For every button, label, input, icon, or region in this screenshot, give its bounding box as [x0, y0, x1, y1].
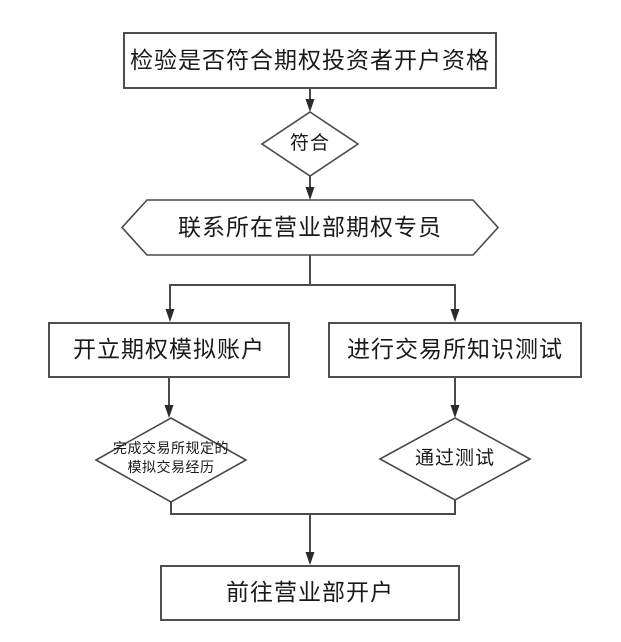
process-open-sim-account-label: 开立期权模拟账户 [73, 337, 265, 363]
process-knowledge-test-label: 进行交易所知识测试 [347, 337, 563, 363]
decision-sim-experience-label: 完成交易所规定的 模拟交易经历 [113, 442, 229, 476]
arrowhead-simexp [164, 405, 174, 418]
hexagon-contact-shape [120, 199, 500, 256]
process-open-account-box [160, 565, 460, 621]
process-open-account-label: 前往营业部开户 [226, 580, 394, 606]
arrowhead-pass [450, 405, 460, 418]
decision-sim-experience-shape [94, 417, 248, 503]
arrowhead-qualify [305, 99, 315, 112]
arrowhead-test [450, 309, 460, 322]
hexagon-contact-label: 联系所在营业部期权专员 [178, 214, 442, 240]
arrowhead-end [305, 552, 315, 565]
decision-qualify-label: 符合 [289, 133, 330, 155]
decision-pass-test-label: 通过测试 [414, 448, 495, 470]
process-knowledge-test-box [328, 322, 582, 378]
process-check-qualification-box [123, 32, 497, 89]
arrowhead-opensim [165, 309, 175, 322]
decision-qualify-shape [260, 111, 360, 177]
process-check-qualification-label: 检验是否符合期权投资者开户资格 [130, 47, 490, 73]
decision-pass-test-shape [378, 417, 532, 501]
arrowhead-contact [305, 187, 315, 200]
process-open-sim-account-box [48, 322, 290, 378]
